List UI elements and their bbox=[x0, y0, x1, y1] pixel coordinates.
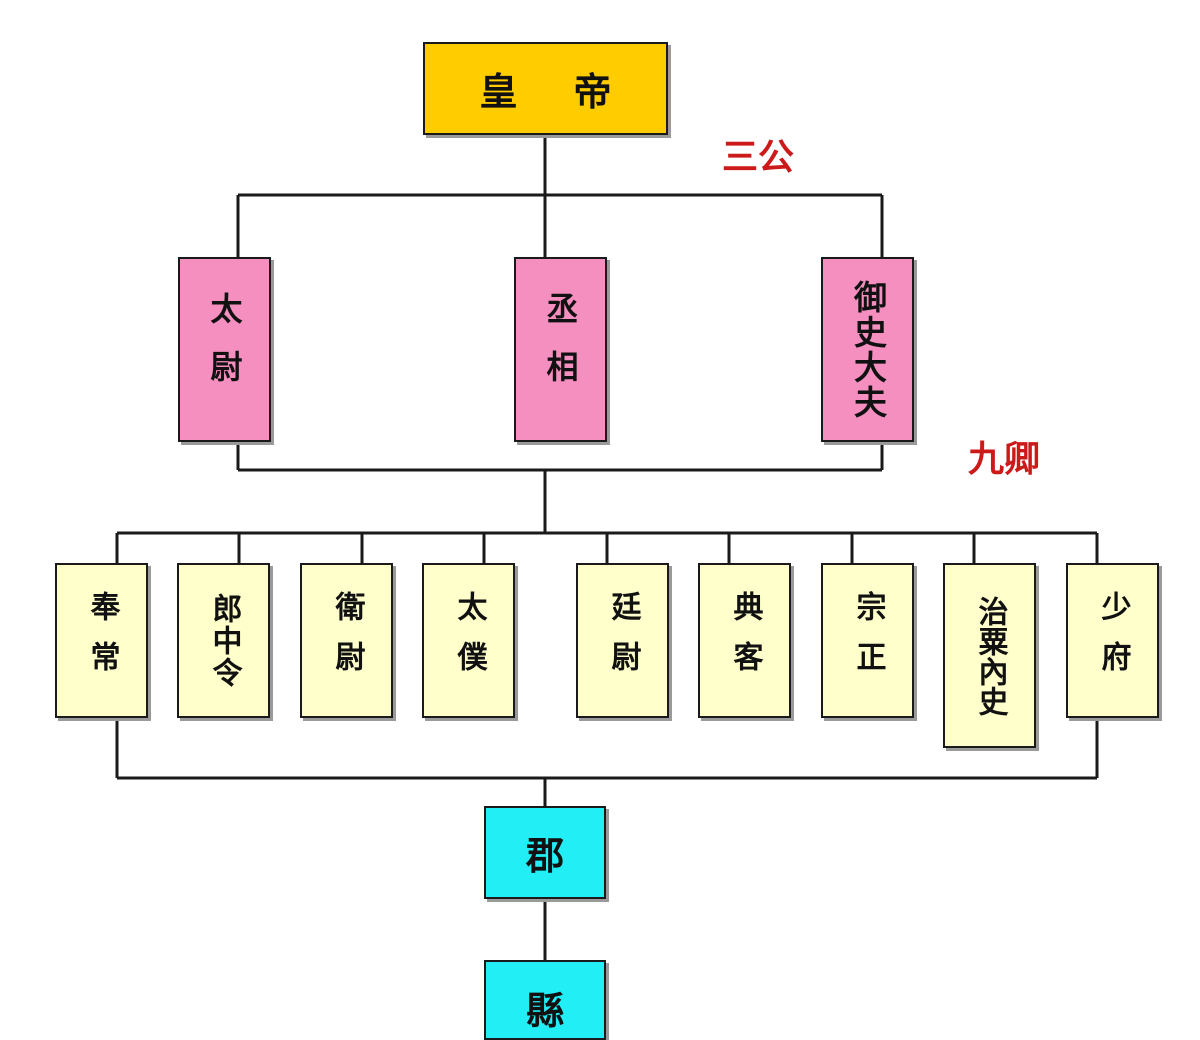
jiu-qing-box-zongzheng: 宗正 bbox=[821, 563, 914, 718]
jiu-qing-label: 典客 bbox=[727, 590, 763, 691]
jiu-qing-box-weiwei: 衛尉 bbox=[300, 563, 393, 718]
jiu-qing-box-fengchang: 奉常 bbox=[55, 563, 148, 718]
xian-box: 縣 bbox=[484, 960, 606, 1040]
san-gong-box-taiwei: 太尉 bbox=[178, 257, 271, 442]
san-gong-label: 御史大夫 bbox=[848, 279, 888, 420]
emperor-label: 皇帝 bbox=[479, 70, 668, 114]
san-gong-box-yushidafu: 御史大夫 bbox=[821, 257, 914, 442]
xian-label: 縣 bbox=[525, 989, 564, 1033]
jiu-qing-label: 郎中令 bbox=[206, 592, 242, 689]
jiu-qing-box-taipu: 太僕 bbox=[422, 563, 515, 718]
san-gong-heading: 三公 bbox=[722, 136, 795, 178]
jiu-qing-box-langzhongling: 郎中令 bbox=[177, 563, 270, 718]
jun-label: 郡 bbox=[525, 834, 564, 878]
jiu-qing-label: 太僕 bbox=[451, 590, 487, 691]
jiu-qing-label: 廷尉 bbox=[605, 590, 641, 691]
jiu-qing-label: 少府 bbox=[1095, 590, 1131, 691]
emperor-box: 皇帝 bbox=[423, 42, 668, 135]
jiu-qing-label: 衛尉 bbox=[329, 590, 365, 691]
jiu-qing-heading: 九卿 bbox=[968, 438, 1041, 480]
jiu-qing-box-shaofu: 少府 bbox=[1066, 563, 1159, 718]
jiu-qing-label: 治粟內史 bbox=[972, 595, 1008, 716]
jiu-qing-box-dianke: 典客 bbox=[698, 563, 791, 718]
jun-box: 郡 bbox=[484, 806, 606, 899]
jiu-qing-box-zhisuneishi: 治粟內史 bbox=[943, 563, 1036, 748]
san-gong-label: 丞相 bbox=[541, 291, 580, 408]
san-gong-box-chengxiang: 丞相 bbox=[514, 257, 607, 442]
jiu-qing-label: 奉常 bbox=[84, 590, 120, 691]
jiu-qing-box-tingwei: 廷尉 bbox=[576, 563, 669, 718]
san-gong-label: 太尉 bbox=[205, 291, 244, 408]
connector-lines bbox=[115, 135, 1099, 960]
jiu-qing-label: 宗正 bbox=[850, 590, 886, 691]
